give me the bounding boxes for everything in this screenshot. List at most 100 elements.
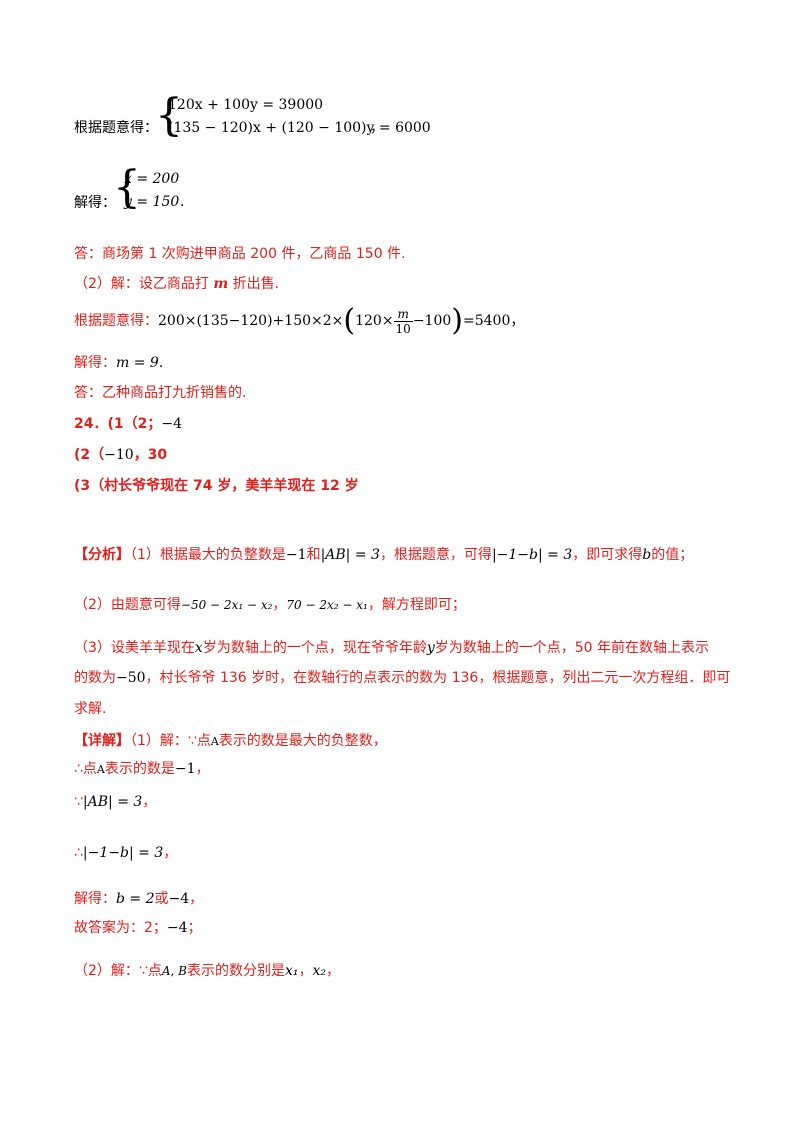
value: −10 bbox=[104, 447, 134, 463]
math: |−1−b| = 3 bbox=[491, 547, 573, 563]
text: 表示的数分别是 bbox=[186, 963, 285, 979]
label-text: 解得： bbox=[74, 195, 116, 211]
label-text: 根据题意得： bbox=[74, 120, 158, 136]
math: |AB| = 3 bbox=[320, 547, 380, 563]
text: （3）设美羊羊现在 bbox=[74, 640, 195, 656]
math: 70 − 2x₂ − x₁ bbox=[286, 598, 368, 612]
text: ， bbox=[298, 963, 313, 979]
text: 或 bbox=[154, 891, 169, 907]
q24-answer-1: 24．(1（2；−4 bbox=[74, 414, 182, 434]
math: −4 bbox=[166, 920, 188, 936]
text: 解得： bbox=[74, 891, 116, 907]
math: −1 bbox=[285, 547, 307, 563]
math: A, B bbox=[161, 964, 187, 978]
text: ， bbox=[142, 794, 157, 810]
equation-1: x = 200 bbox=[124, 171, 180, 187]
text: （1）解：∵点 bbox=[130, 733, 211, 749]
text: 表示的数是最大的负整数， bbox=[218, 733, 387, 749]
math: −50 bbox=[116, 670, 146, 686]
analysis-line-1: 【分析】（1）根据最大的负整数是−1和|AB| = 3，根据题意，可得|−1−b… bbox=[74, 545, 693, 565]
math: A bbox=[210, 735, 219, 748]
equation-1: 120x + 100y = 39000 bbox=[168, 97, 324, 113]
text: ，村长爷爷 136 岁时，在数轴行的点表示的数为 136，根据题意，列出二元一次… bbox=[145, 670, 731, 686]
punctuation: ， bbox=[370, 120, 384, 136]
analysis-line-4: 的数为−50，村长爷爷 136 岁时，在数轴行的点表示的数为 136，根据题意，… bbox=[74, 668, 730, 688]
fraction-numerator: m bbox=[393, 307, 413, 322]
text: 折出售. bbox=[228, 276, 280, 292]
analysis-line-3: （3）设美羊羊现在x岁为数轴上的一个点，现在爷爷年龄y岁为数轴上的一个点，50 … bbox=[74, 638, 709, 658]
math: −50 − 2x₁ − x₂ bbox=[180, 598, 273, 612]
part2-solution-line: 解得：m = 9. bbox=[74, 353, 163, 373]
text: ， bbox=[195, 761, 210, 777]
detail-line-2: ∴点A表示的数是−1， bbox=[74, 759, 210, 780]
math: −4 bbox=[168, 891, 190, 907]
text: 的值； bbox=[651, 547, 694, 563]
text: 岁为数轴上的一个点，现在爷爷年龄 bbox=[202, 640, 427, 656]
q24-answer-3: (3（村长爷爷现在 74 岁，美羊羊现在 12 岁 bbox=[74, 478, 359, 494]
q24-answer-2: (2（−10，30 bbox=[74, 445, 167, 465]
text: 的数为 bbox=[74, 670, 116, 686]
value: −4 bbox=[161, 416, 183, 432]
text: ∵ bbox=[74, 794, 83, 810]
math: b bbox=[642, 547, 652, 563]
equation-part: 120× bbox=[355, 313, 394, 329]
math: |−1−b| = 3 bbox=[82, 845, 164, 861]
detail-line-4: ∴|−1−b| = 3， bbox=[74, 843, 177, 863]
equation-part: =5400 bbox=[463, 313, 511, 329]
punctuation: ， bbox=[510, 313, 525, 329]
math: x₁ bbox=[284, 963, 299, 979]
analysis-line-5: 求解. bbox=[74, 701, 107, 717]
section-tag: 【详解】 bbox=[74, 733, 130, 749]
equation-2: (135 − 120)x + (120 − 100)y = 6000 bbox=[168, 120, 431, 136]
variable-m: m bbox=[213, 276, 229, 292]
equation-part: −100 bbox=[412, 313, 452, 329]
text: 24．(1（2； bbox=[74, 416, 162, 432]
text: （1）根据最大的负整数是 bbox=[130, 547, 286, 563]
text: ； bbox=[187, 920, 202, 936]
left-paren: ( bbox=[343, 303, 356, 338]
left-brace: { bbox=[113, 162, 141, 213]
label-text: 解得： bbox=[74, 355, 116, 371]
equation: m = 9 bbox=[116, 355, 159, 371]
text: ， bbox=[325, 963, 340, 979]
detail-line-6: 故答案为：2；−4； bbox=[74, 918, 202, 938]
text: ，根据题意，可得 bbox=[379, 547, 492, 563]
label-text: 根据题意得： bbox=[74, 313, 158, 329]
detail-line-5: 解得：b = 2或−4， bbox=[74, 889, 203, 909]
math: −1 bbox=[174, 761, 196, 777]
text: ，即可求得 bbox=[572, 547, 643, 563]
part2-setup-line: （2）解：设乙商品打 m 折出售. bbox=[74, 274, 279, 294]
math: A bbox=[96, 763, 105, 776]
text: ， bbox=[272, 597, 287, 613]
answer-line-1: 答：商场第 1 次购进甲商品 200 件，乙商品 150 件. bbox=[74, 246, 406, 262]
text: ， bbox=[163, 845, 178, 861]
text: 表示的数是 bbox=[104, 761, 175, 777]
text: ∴ bbox=[74, 845, 83, 861]
right-paren: ) bbox=[451, 303, 463, 338]
math: |AB| = 3 bbox=[82, 794, 143, 810]
detail-line-7: （2）解：∵点A, B表示的数分别是x₁，x₂， bbox=[74, 961, 340, 981]
text: （2）解：∵点 bbox=[74, 963, 162, 979]
equation-part: 200×(135−120)+150×2× bbox=[158, 313, 344, 329]
math: b = 2 bbox=[116, 891, 155, 907]
text: （2）由题意可得 bbox=[74, 597, 181, 613]
math: y bbox=[426, 640, 435, 656]
text: ，30 bbox=[133, 447, 168, 463]
detail-line-1: 【详解】（1）解：∵点A表示的数是最大的负整数， bbox=[74, 731, 387, 752]
fraction-denominator: 10 bbox=[395, 321, 411, 336]
text: 和 bbox=[306, 547, 321, 563]
answer-line-2: 答：乙种商品打九折销售的. bbox=[74, 385, 247, 401]
equation-2: y = 150 bbox=[124, 194, 180, 210]
text: 岁为数轴上的一个点，50 年前在数轴上表示 bbox=[434, 640, 710, 656]
punctuation: . bbox=[158, 355, 164, 371]
section-tag: 【分析】 bbox=[74, 547, 130, 563]
text: （2）解：设乙商品打 bbox=[74, 276, 214, 292]
text: 故答案为：2； bbox=[74, 920, 167, 936]
left-brace: { bbox=[155, 90, 183, 141]
math: x bbox=[194, 640, 203, 656]
text: ，解方程即可； bbox=[367, 597, 466, 613]
text: ∴点 bbox=[74, 761, 97, 777]
math: x₂ bbox=[312, 963, 326, 979]
